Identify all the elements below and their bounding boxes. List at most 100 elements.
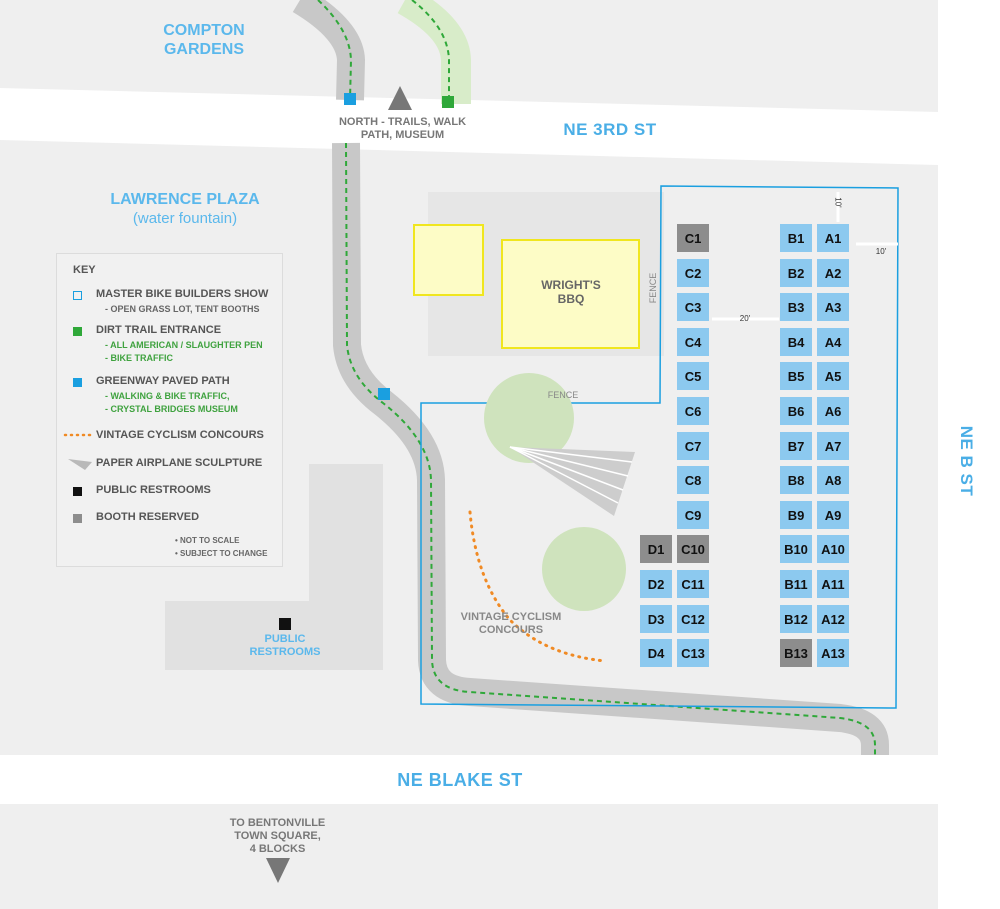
booth-b1[interactable]: B1 <box>780 224 812 252</box>
legend-note-change: • SUBJECT TO CHANGE <box>175 549 268 558</box>
street-ne-3rd: NE 3RD ST <box>563 120 657 139</box>
restrooms-key-icon <box>73 487 82 496</box>
booth-c11[interactable]: C11 <box>677 570 709 598</box>
concours-line-2: CONCOURS <box>478 624 544 636</box>
booth-d4[interactable]: D4 <box>640 639 672 667</box>
greenway-key-icon <box>73 378 82 387</box>
booth-a4[interactable]: A4 <box>817 328 849 356</box>
concours-line-1: VINTAGE CYCLISM <box>460 611 562 623</box>
north-line-1: NORTH - TRAILS, WALK <box>338 116 467 128</box>
greenway-marker-north <box>344 93 356 105</box>
legend-title: KEY <box>73 264 96 276</box>
booth-b8[interactable]: B8 <box>780 466 812 494</box>
dim-top-label: 10' <box>833 197 843 208</box>
bbq-outline <box>501 239 640 349</box>
booth-c13[interactable]: C13 <box>677 639 709 667</box>
booth-c4[interactable]: C4 <box>677 328 709 356</box>
legend-dirt-trail-sub2: - BIKE TRAFFIC <box>105 353 173 363</box>
booth-a1[interactable]: A1 <box>817 224 849 252</box>
legend-note-scale: • NOT TO SCALE <box>175 536 240 545</box>
booth-c9[interactable]: C9 <box>677 501 709 529</box>
legend-greenway: GREENWAY PAVED PATH <box>96 375 230 387</box>
booth-b3[interactable]: B3 <box>780 293 812 321</box>
sculpture-line-1 <box>509 446 633 463</box>
booth-c3[interactable]: C3 <box>677 293 709 321</box>
booth-a13[interactable]: A13 <box>817 639 849 667</box>
legend-greenway-sub1: - WALKING & BIKE TRAFFIC, <box>105 391 230 401</box>
booth-a5[interactable]: A5 <box>817 362 849 390</box>
legend-dirt-trail: DIRT TRAIL ENTRANCE <box>96 324 222 336</box>
booth-a3[interactable]: A3 <box>817 293 849 321</box>
south-arrow-icon <box>266 858 290 883</box>
sculpture-line-3 <box>509 446 624 491</box>
north-line-2: PATH, MUSEUM <box>360 129 445 141</box>
wrights-bbq-label: WRIGHT'S BBQ <box>506 278 636 306</box>
restroom-marker <box>279 618 291 630</box>
concours-label: VINTAGE CYCLISM CONCOURS <box>446 611 576 637</box>
restrooms-line-2: RESTROOMS <box>249 646 321 658</box>
booth-b10[interactable]: B10 <box>780 535 812 563</box>
town-square-label: TO BENTONVILLE TOWN SQUARE, 4 BLOCKS <box>210 817 345 856</box>
north-arrow-icon <box>388 86 412 110</box>
water-fountain-label: (water fountain) <box>132 210 238 227</box>
booth-c2[interactable]: C2 <box>677 259 709 287</box>
booth-a10[interactable]: A10 <box>817 535 849 563</box>
legend-sculpture: PAPER AIRPLANE SCULPTURE <box>96 457 263 469</box>
south-block <box>0 804 938 909</box>
concours-route <box>468 510 607 663</box>
booth-d1[interactable]: D1 <box>640 535 672 563</box>
booth-b9[interactable]: B9 <box>780 501 812 529</box>
booth-c12[interactable]: C12 <box>677 605 709 633</box>
booth-b2[interactable]: B2 <box>780 259 812 287</box>
town-line-2: TOWN SQUARE, <box>234 830 321 842</box>
dim-side-label: 10' <box>875 247 887 256</box>
greenway-center-line <box>317 0 876 755</box>
dim-aisle-label: 20' <box>739 314 751 323</box>
dirt-trail-marker <box>442 96 454 108</box>
sculpture-key-icon <box>68 459 92 470</box>
legend-master-show: MASTER BIKE BUILDERS SHOW <box>96 288 269 300</box>
paper-airplane-sculpture <box>510 447 635 516</box>
booth-c8[interactable]: C8 <box>677 466 709 494</box>
booth-b12[interactable]: B12 <box>780 605 812 633</box>
booth-c6[interactable]: C6 <box>677 397 709 425</box>
booth-b13[interactable]: B13 <box>780 639 812 667</box>
bbq-line-1: WRIGHT'S <box>541 278 601 292</box>
town-line-1: TO BENTONVILLE <box>229 817 326 829</box>
booth-a9[interactable]: A9 <box>817 501 849 529</box>
compton-gardens-label: COMPTON GARDENS <box>134 21 274 59</box>
bbq-line-2: BBQ <box>557 292 585 306</box>
booth-a11[interactable]: A11 <box>817 570 849 598</box>
booth-b7[interactable]: B7 <box>780 432 812 460</box>
legend-master-show-sub: - OPEN GRASS LOT, TENT BOOTHS <box>105 304 260 314</box>
booth-b5[interactable]: B5 <box>780 362 812 390</box>
legend-reserved: BOOTH RESERVED <box>96 511 200 523</box>
booth-a6[interactable]: A6 <box>817 397 849 425</box>
booth-c5[interactable]: C5 <box>677 362 709 390</box>
booth-a7[interactable]: A7 <box>817 432 849 460</box>
booth-c10[interactable]: C10 <box>677 535 709 563</box>
legend-panel: KEY MASTER BIKE BUILDERS SHOW - OPEN GRA… <box>56 253 283 567</box>
street-ne-blake: NE BLAKE ST <box>397 770 523 790</box>
booth-d2[interactable]: D2 <box>640 570 672 598</box>
small-tent-outline <box>413 224 484 296</box>
booth-a8[interactable]: A8 <box>817 466 849 494</box>
legend-greenway-sub2: - CRYSTAL BRIDGES MUSEUM <box>105 404 238 414</box>
dirt-trail-pavement <box>397 0 471 104</box>
booth-b6[interactable]: B6 <box>780 397 812 425</box>
compton-line-2: GARDENS <box>163 41 244 58</box>
concours-key-icon <box>63 433 93 437</box>
dirt-trail-key-icon <box>73 327 82 336</box>
booth-b11[interactable]: B11 <box>780 570 812 598</box>
booth-a12[interactable]: A12 <box>817 605 849 633</box>
compton-line-1: COMPTON <box>163 22 245 39</box>
booth-d3[interactable]: D3 <box>640 605 672 633</box>
lawrence-plaza-label: LAWRENCE PLAZA <box>110 191 260 208</box>
restrooms-line-1: PUBLIC <box>264 633 306 645</box>
booth-c7[interactable]: C7 <box>677 432 709 460</box>
booth-a2[interactable]: A2 <box>817 259 849 287</box>
sculpture-line-4 <box>509 446 619 504</box>
booth-c1[interactable]: C1 <box>677 224 709 252</box>
booth-b4[interactable]: B4 <box>780 328 812 356</box>
fence-label-vertical: FENCE <box>648 272 658 304</box>
